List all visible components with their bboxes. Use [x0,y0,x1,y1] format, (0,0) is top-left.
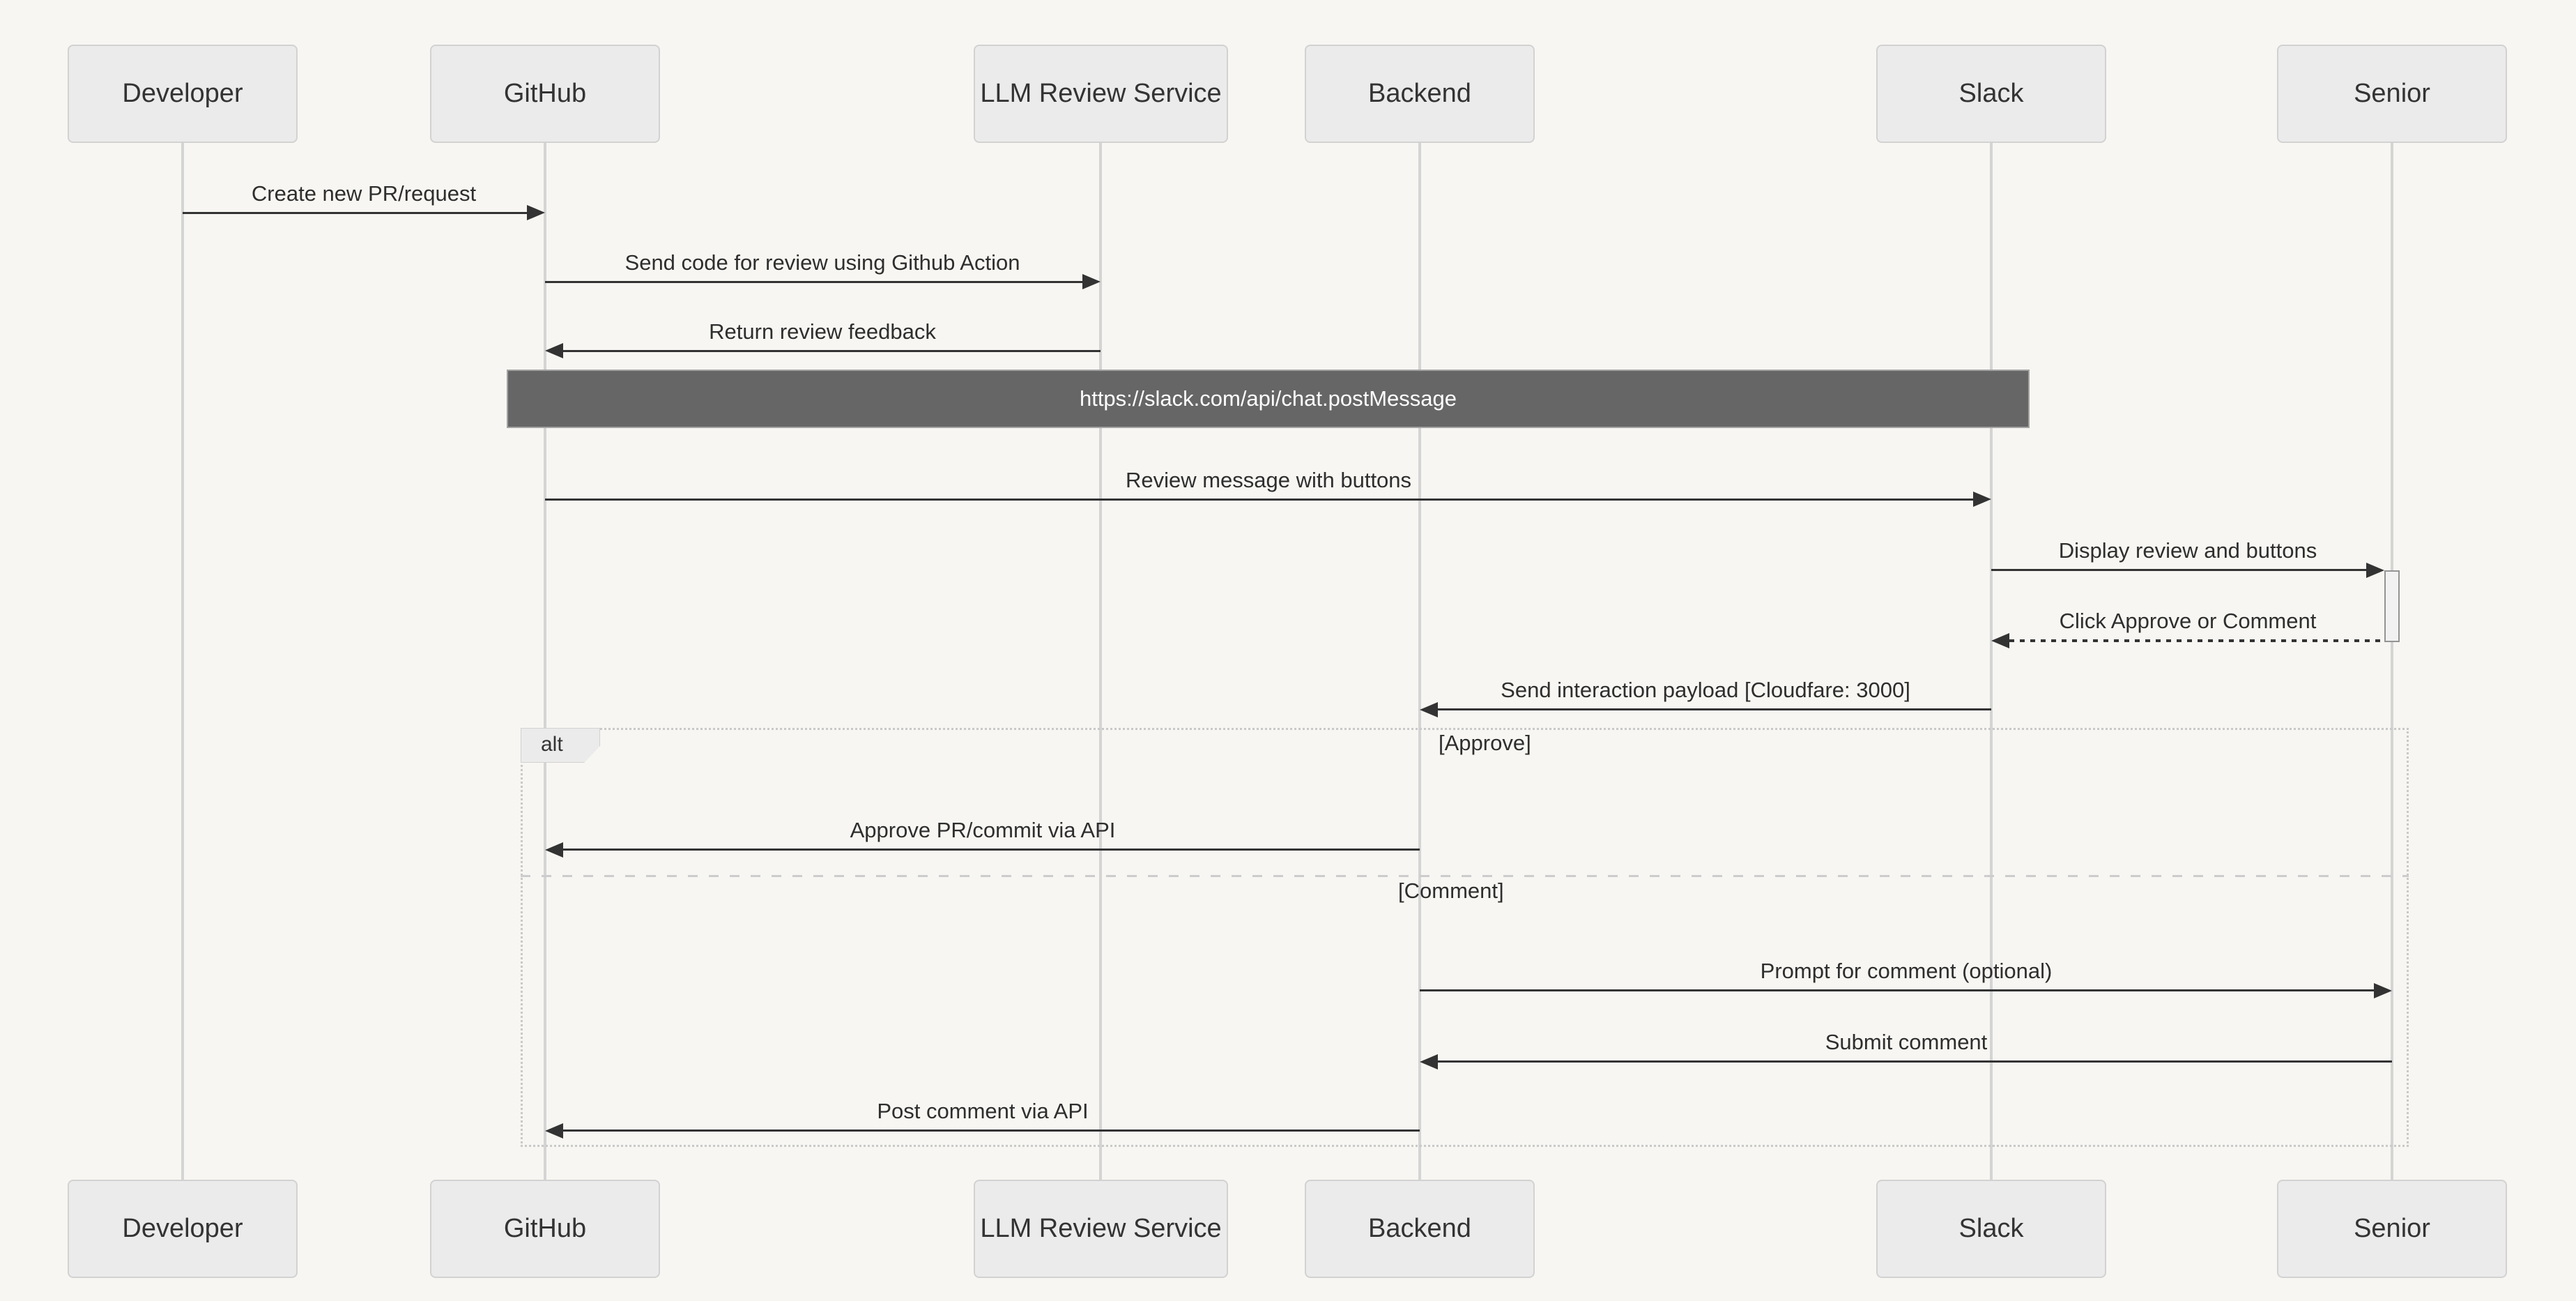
actor-slack-bottom: Slack [1876,1180,2106,1278]
alt-condition-approve: [Approve] [1439,731,1531,755]
actor-developer-top: Developer [68,45,298,143]
message-line [1438,708,1991,710]
alt-frame-label: alt [521,728,600,763]
message-label-create-pr: Create new PR/request [251,181,477,206]
message-label-review-message: Review message with buttons [1125,468,1412,492]
arrowhead-left-icon [1420,702,1438,717]
arrowhead-right-icon [2374,983,2392,998]
lifeline-backend [1418,143,1421,1180]
arrowhead-right-icon [1082,274,1101,289]
actor-senior-bottom: Senior [2277,1180,2507,1278]
message-line [545,499,1973,501]
actor-backend-bottom: Backend [1305,1180,1535,1278]
note-slack-api: https://slack.com/api/chat.postMessage [507,370,2030,428]
actor-github-bottom: GitHub [430,1180,660,1278]
message-line [563,849,1420,851]
message-line [563,350,1101,352]
arrowhead-left-icon [545,343,563,358]
lifeline-senior [2391,143,2393,1180]
lifeline-llm-review-service [1099,143,1102,1180]
arrowhead-right-icon [2366,563,2384,578]
lifeline-slack [1990,143,1993,1180]
arrowhead-left-icon [1991,633,2009,648]
message-line [563,1129,1420,1132]
message-label-submit-comment: Submit comment [1825,1030,1988,1054]
message-line [183,212,527,214]
message-line [1420,989,2374,991]
message-label-interaction-payload: Send interaction payload [Cloudfare: 300… [1501,678,1910,702]
message-line-dotted [2009,639,2384,642]
message-line [1991,569,2366,571]
alt-condition-comment: [Comment] [1398,878,1504,903]
message-label-post-comment: Post comment via API [877,1099,1089,1123]
message-label-click-approve: Click Approve or Comment [2059,609,2317,633]
actor-llm-review-service-top: LLM Review Service [974,45,1228,143]
message-label-prompt-comment: Prompt for comment (optional) [1760,959,2053,983]
message-label-return-feedback: Return review feedback [709,319,936,344]
actor-senior-top: Senior [2277,45,2507,143]
actor-backend-top: Backend [1305,45,1535,143]
lifeline-github [544,143,546,1180]
message-label-approve-pr: Approve PR/commit via API [850,818,1116,842]
arrowhead-left-icon [545,1123,563,1139]
lifeline-developer [181,143,184,1180]
actor-llm-review-service-bottom: LLM Review Service [974,1180,1228,1278]
actor-github-top: GitHub [430,45,660,143]
arrowhead-right-icon [527,205,545,220]
message-label-display-review: Display review and buttons [2058,538,2317,563]
activation-bar-senior [2384,570,2400,642]
message-line [545,281,1082,283]
actor-slack-top: Slack [1876,45,2106,143]
arrowhead-left-icon [545,842,563,858]
alt-divider [521,875,2409,877]
alt-frame [521,728,2409,1147]
actor-developer-bottom: Developer [68,1180,298,1278]
arrowhead-left-icon [1420,1054,1438,1070]
message-line [1438,1060,2392,1063]
message-label-send-code: Send code for review using Github Action [624,250,1020,275]
arrowhead-right-icon [1973,492,1991,507]
